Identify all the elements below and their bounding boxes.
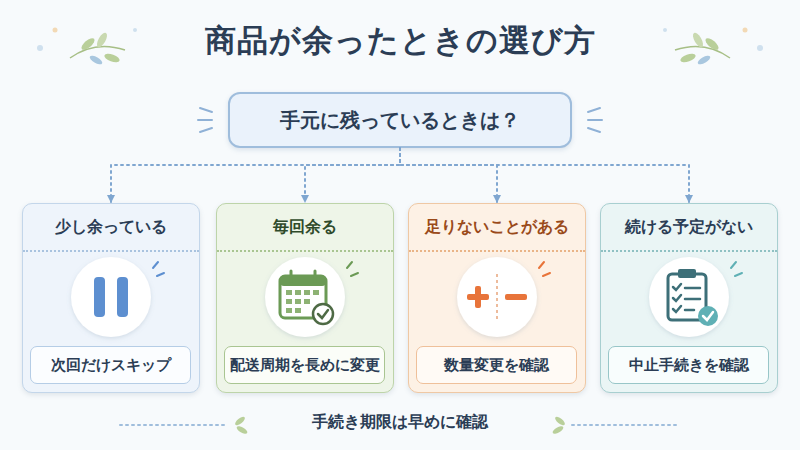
action-box: 配送周期を長めに変更 xyxy=(224,346,385,384)
dotted-arrow xyxy=(111,148,400,202)
node-text: 数量変更を確認 xyxy=(444,356,549,375)
case-card: 足りないことがある数量変更を確認 xyxy=(408,203,586,393)
leaf-ornament xyxy=(37,28,137,67)
calendar-icon xyxy=(265,257,358,337)
clipboard-icon xyxy=(649,257,742,337)
node-text: 配送周期を長めに変更 xyxy=(230,356,380,375)
plus-minus-icon xyxy=(457,257,550,337)
question-box: 手元に残っているときは？ xyxy=(228,92,572,148)
card-heading: 続ける予定がない xyxy=(601,204,777,252)
card-heading: 少し余っている xyxy=(23,204,199,252)
leaf-ornament xyxy=(663,28,763,67)
action-box: 次回だけスキップ xyxy=(30,346,191,384)
action-box: 中止手続きを確認 xyxy=(608,346,769,384)
action-box: 数量変更を確認 xyxy=(416,346,577,384)
pause-icon xyxy=(71,257,164,337)
dotted-arrow xyxy=(400,148,497,202)
case-card: 毎回余る配送周期を長めに変更 xyxy=(216,203,394,393)
card-heading: 足りないことがある xyxy=(409,204,585,252)
emphasis-marks xyxy=(198,108,602,132)
dotted-arrow xyxy=(305,148,400,202)
node-text: 次回だけスキップ xyxy=(51,356,171,375)
case-card: 少し余っている次回だけスキップ xyxy=(22,203,200,393)
card-heading: 毎回余る xyxy=(217,204,393,252)
footer-note: 手続き期限は早めに確認 xyxy=(250,412,550,433)
dotted-arrow xyxy=(400,148,689,202)
node-text: 手元に残っているときは？ xyxy=(280,107,520,134)
node-text: 中止手続きを確認 xyxy=(629,356,749,375)
diagram-title: 商品が余ったときの選び方 xyxy=(150,20,650,62)
case-card: 続ける予定がない中止手続きを確認 xyxy=(600,203,778,393)
